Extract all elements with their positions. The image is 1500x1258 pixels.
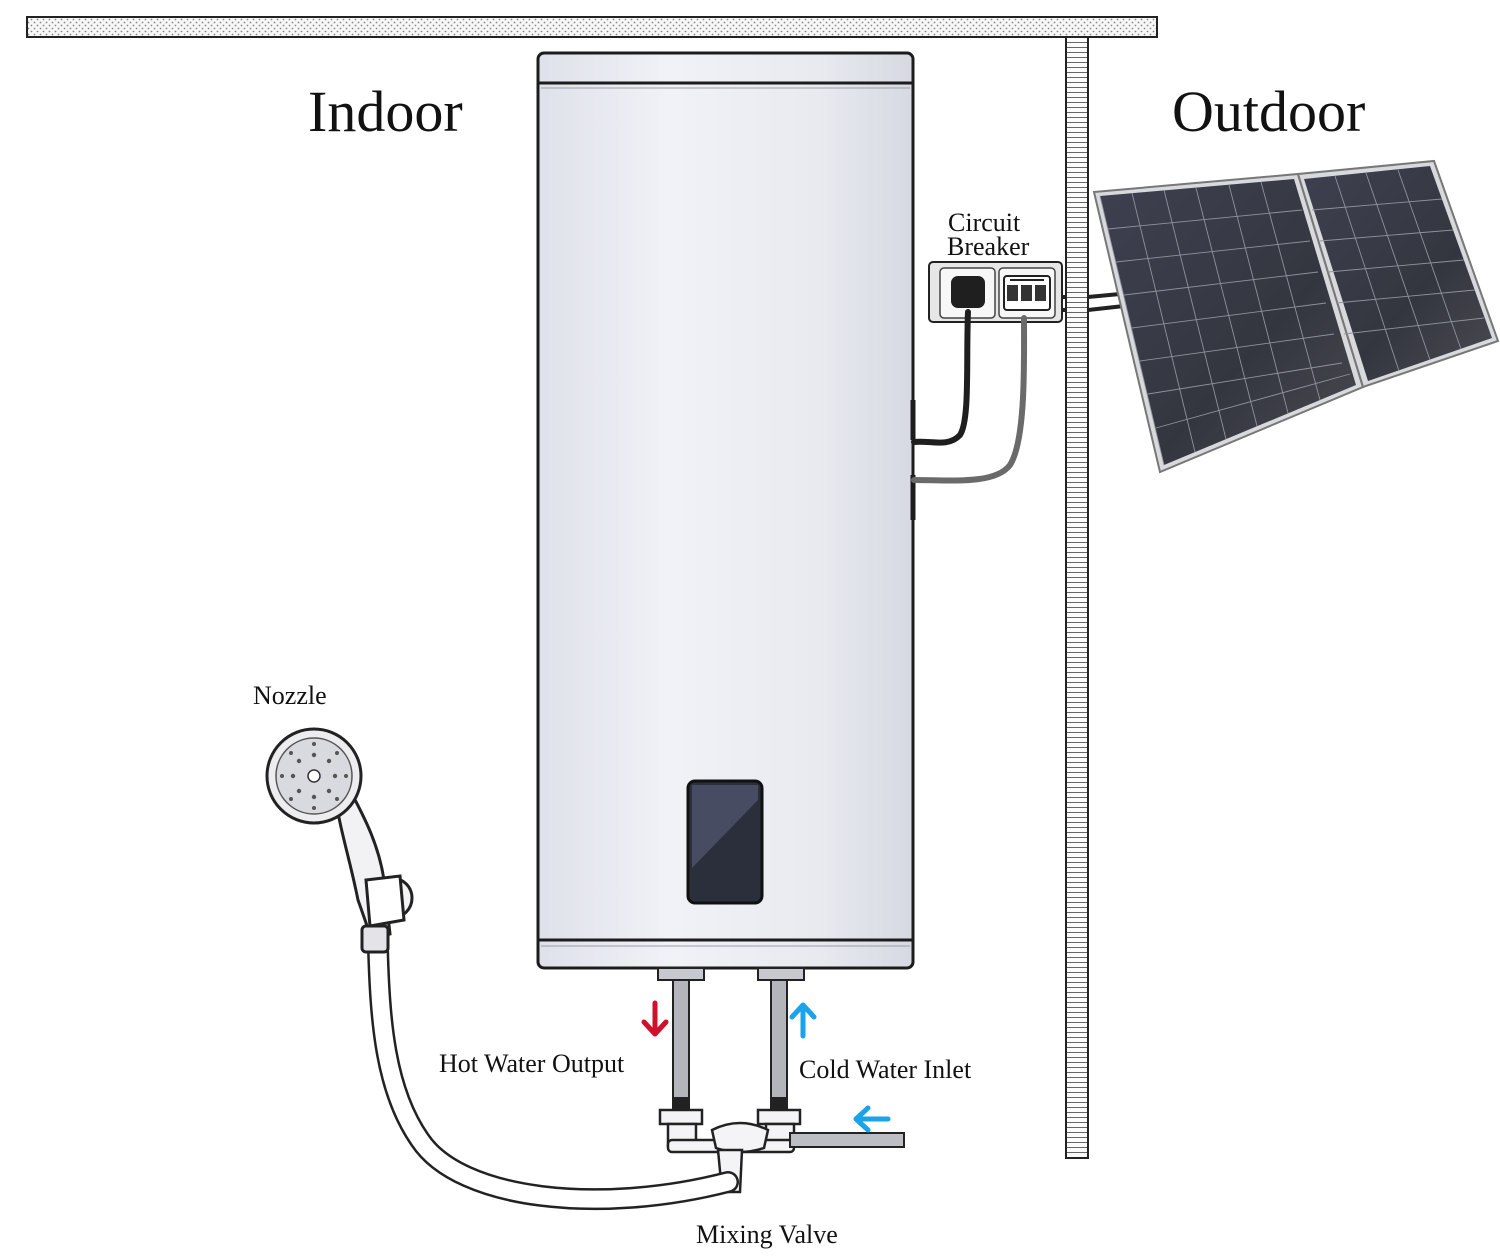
cold-pipe xyxy=(770,979,788,1099)
cold-supply-pipe xyxy=(789,1132,905,1148)
mixing-valve-label: Mixing Valve xyxy=(696,1220,838,1249)
mixing-valve xyxy=(658,1108,802,1194)
solar-panel-array xyxy=(1092,159,1500,474)
cold-pipe-flange xyxy=(757,967,805,981)
arrow-down-icon xyxy=(641,1000,669,1037)
arrow-left-icon xyxy=(853,1105,891,1133)
water-heater-tank xyxy=(536,51,916,970)
hot-pipe-flange xyxy=(657,967,705,981)
cold-water-inlet-label: Cold Water Inlet xyxy=(799,1055,972,1084)
display-panel xyxy=(686,779,764,905)
solar-cable-lower xyxy=(1087,304,1125,312)
ceiling xyxy=(26,16,1158,38)
nozzle-label: Nozzle xyxy=(253,681,327,710)
shower-head xyxy=(265,727,414,954)
grey-power-cable xyxy=(911,315,1028,484)
arrow-up-icon xyxy=(789,1002,817,1039)
hot-pipe xyxy=(672,979,690,1099)
outdoor-label: Outdoor xyxy=(1172,79,1366,144)
hot-water-output-label: Hot Water Output xyxy=(439,1049,625,1078)
black-power-cable xyxy=(911,309,971,446)
circuit-breaker-label-line1: Circuit xyxy=(948,208,1021,237)
wall xyxy=(1065,36,1089,1159)
indoor-label: Indoor xyxy=(308,79,463,144)
solar-cable-upper xyxy=(1087,292,1121,299)
circuit-breaker-box xyxy=(928,261,1063,323)
circuit-breaker-label-line2: Breaker xyxy=(947,232,1030,261)
